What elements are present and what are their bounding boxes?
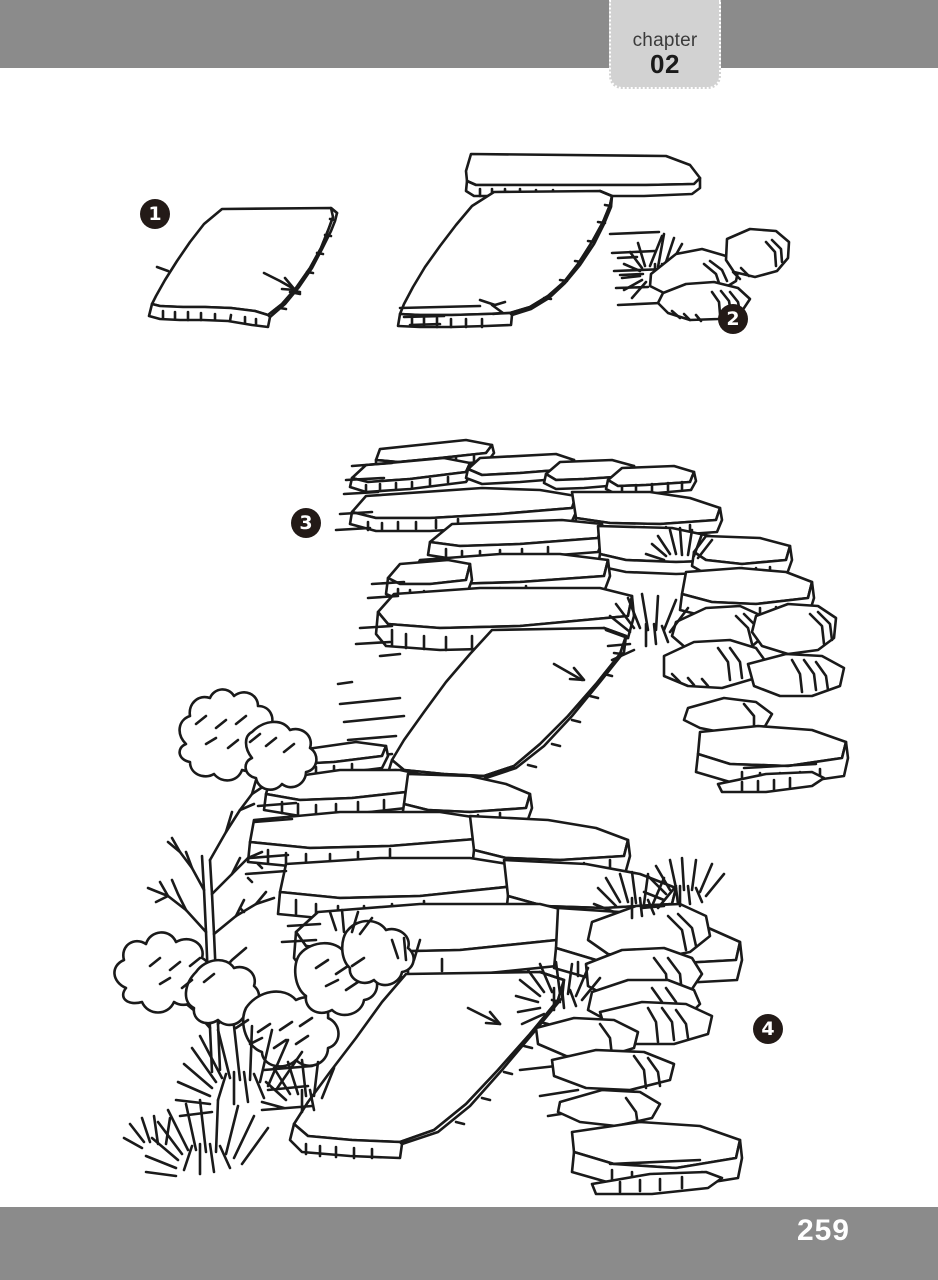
panel-1-single-slab	[147, 206, 339, 329]
stone-path-illustration	[113, 152, 850, 1196]
chapter-tab: chapter 02	[609, 0, 721, 89]
panel-3-full-path	[334, 438, 850, 794]
page-number: 259	[796, 1214, 850, 1247]
chapter-tab-number: 02	[650, 49, 680, 79]
chapter-tab-label: chapter	[632, 30, 698, 51]
page-footer-bar	[0, 1207, 938, 1280]
step-badge-3: 3	[291, 508, 321, 538]
step-badge-4: 4	[753, 1014, 783, 1044]
step-badge-2: 2	[718, 304, 748, 334]
step-badge-1: 1	[140, 199, 170, 229]
panel-2-two-slabs-with-rocks	[396, 152, 791, 329]
page-header-bar	[0, 0, 938, 68]
illustration-artboard	[0, 68, 938, 1207]
panel-4-planted-scene	[113, 688, 744, 1196]
